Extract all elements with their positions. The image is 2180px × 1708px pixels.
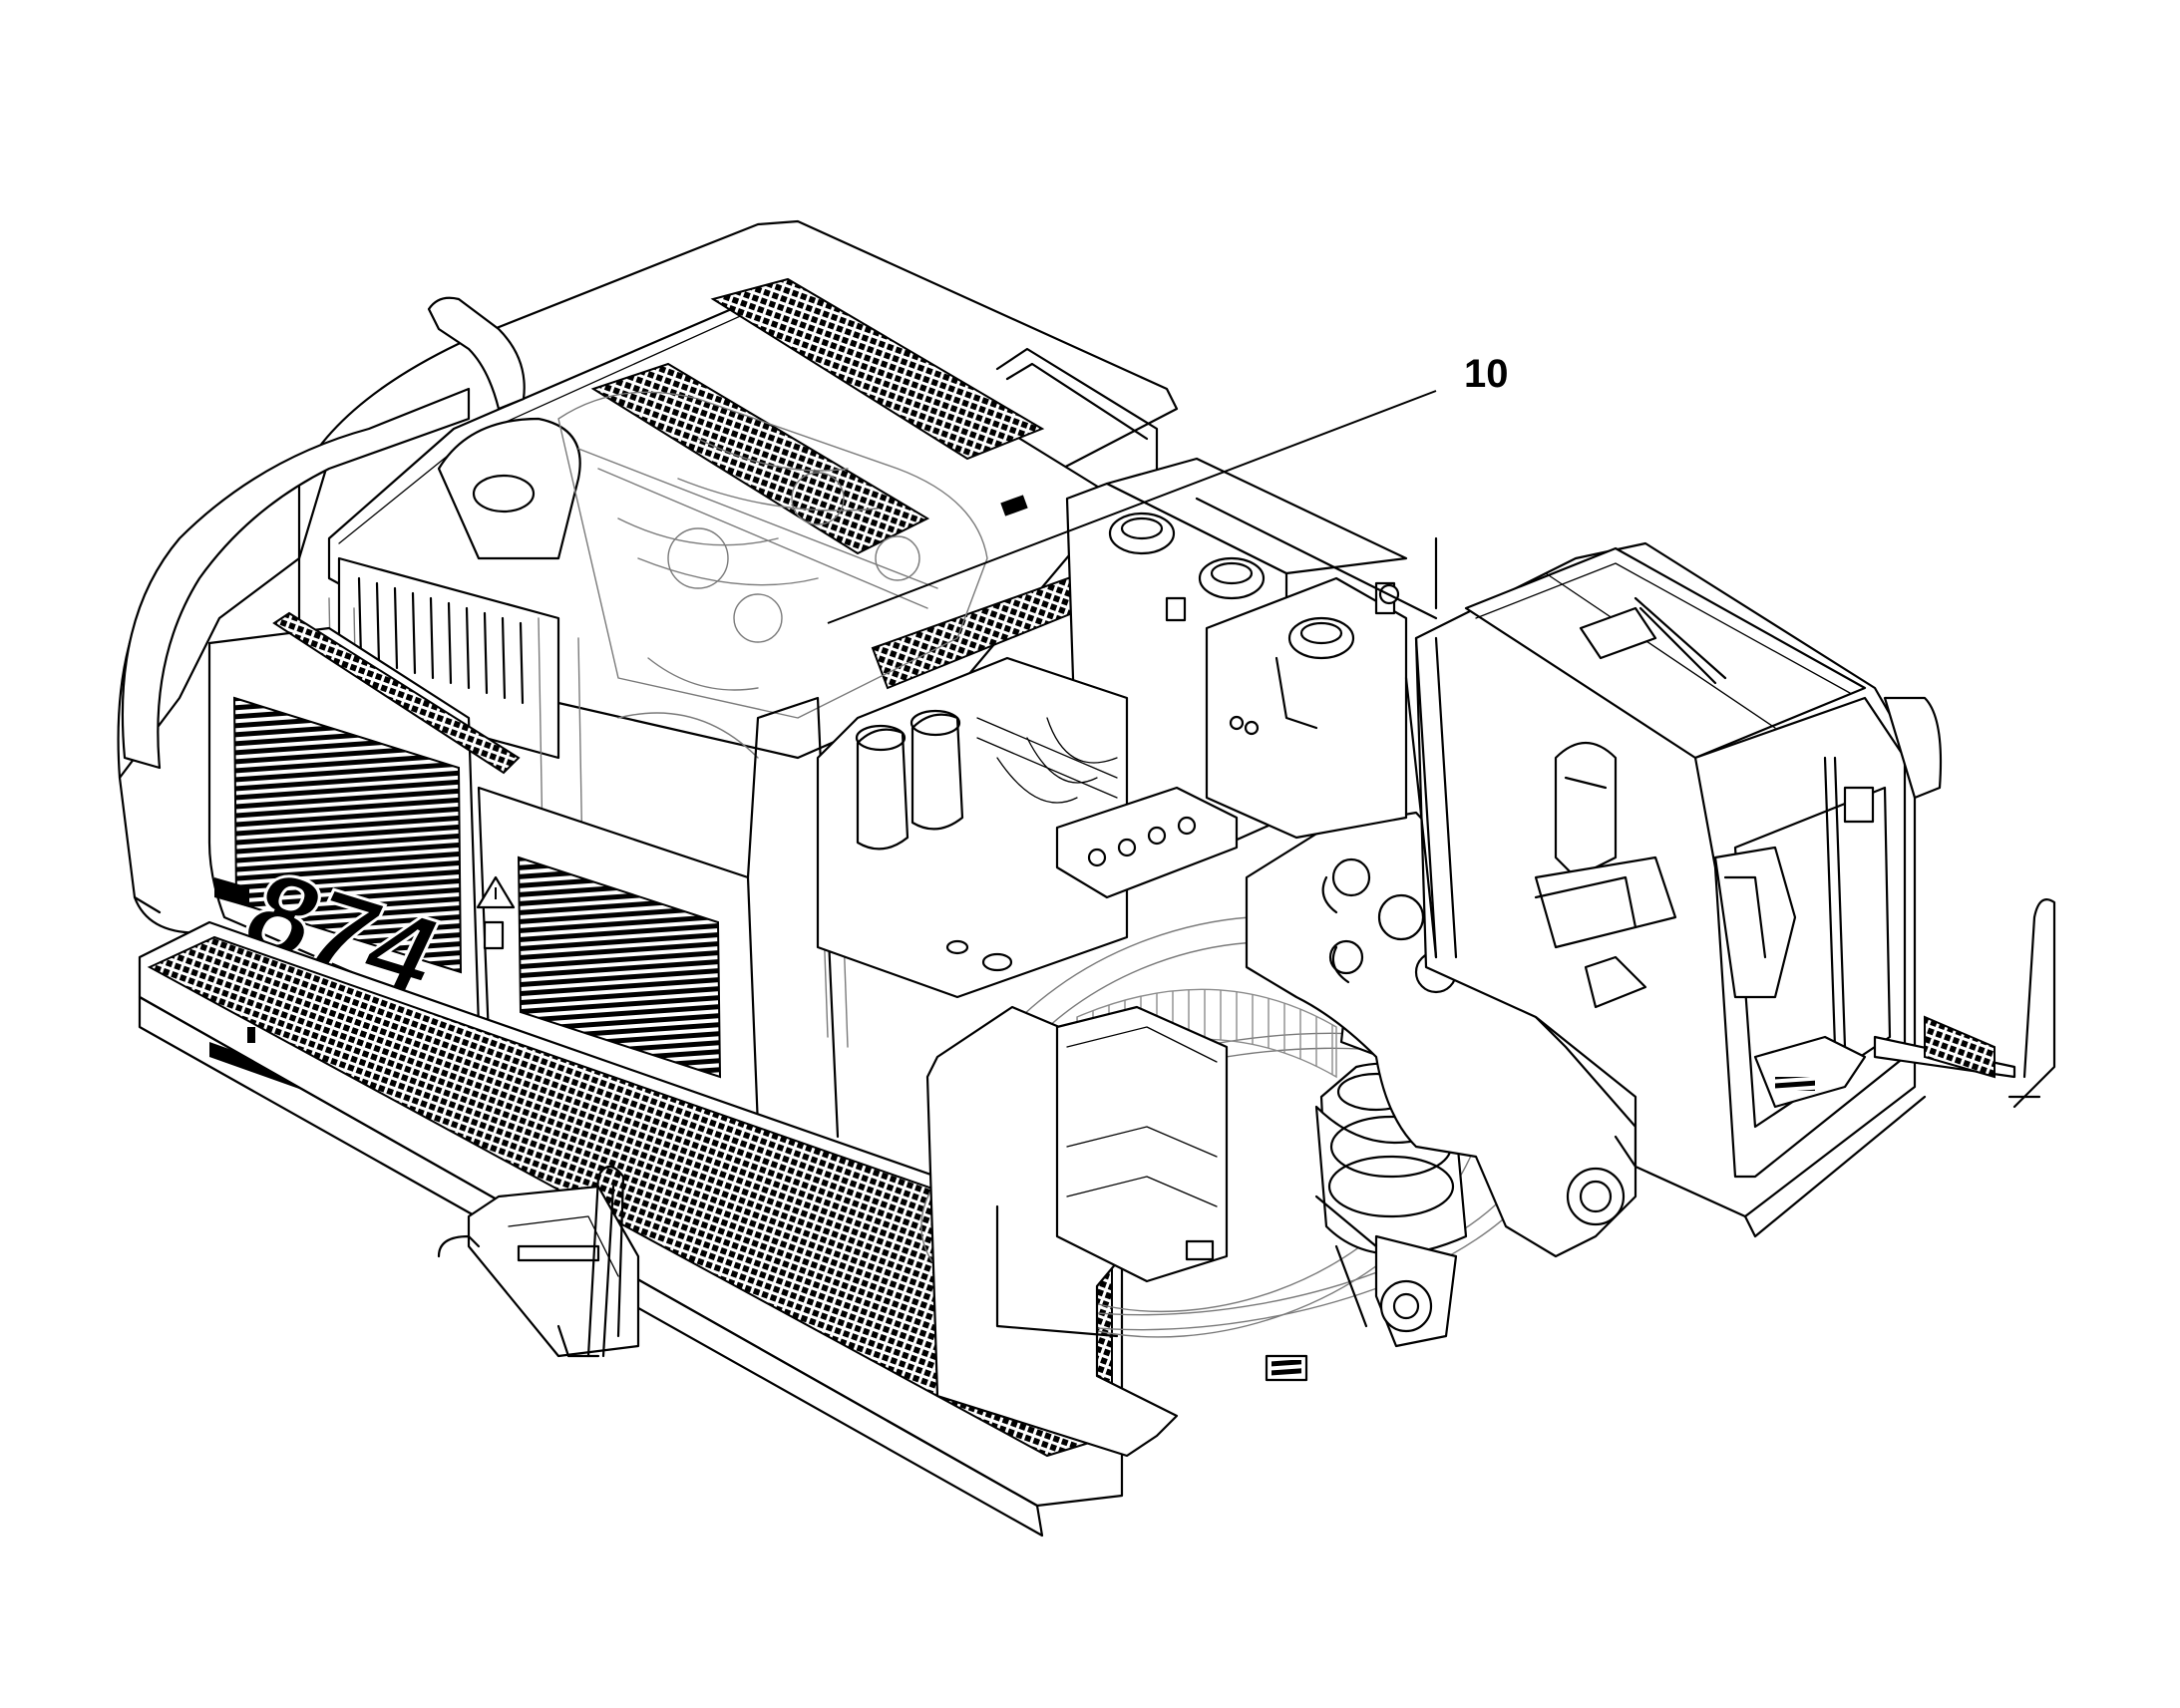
swing-bearing <box>920 915 1553 1458</box>
side-mesh-strip <box>272 611 521 775</box>
engine-hood <box>327 277 1119 760</box>
exhaust-pipe <box>427 296 526 411</box>
callout-leader-line <box>827 390 1437 624</box>
walkway-mesh <box>147 935 1113 1458</box>
warning-triangle-icon <box>476 875 516 950</box>
filters-and-valves <box>816 656 1239 999</box>
filter-canister-2 <box>910 713 964 831</box>
callout-label: 10 <box>1464 352 1509 396</box>
hood-vent-middle <box>590 362 930 555</box>
left-door-grille <box>232 696 463 974</box>
top-handrails <box>995 347 1438 620</box>
operator-seat <box>1554 742 1618 879</box>
right-door-grille <box>517 855 722 1079</box>
boom-bracket <box>1245 811 1637 1348</box>
side-panels <box>207 611 840 1139</box>
hood-vent-upper <box>710 277 1045 461</box>
side-louvres <box>357 576 525 705</box>
operator-cab <box>1404 541 2056 1238</box>
access-step <box>437 1165 640 1358</box>
callout-10: 10 <box>827 352 1509 624</box>
filter-canister-1 <box>856 728 909 851</box>
walkway <box>138 920 1124 1537</box>
